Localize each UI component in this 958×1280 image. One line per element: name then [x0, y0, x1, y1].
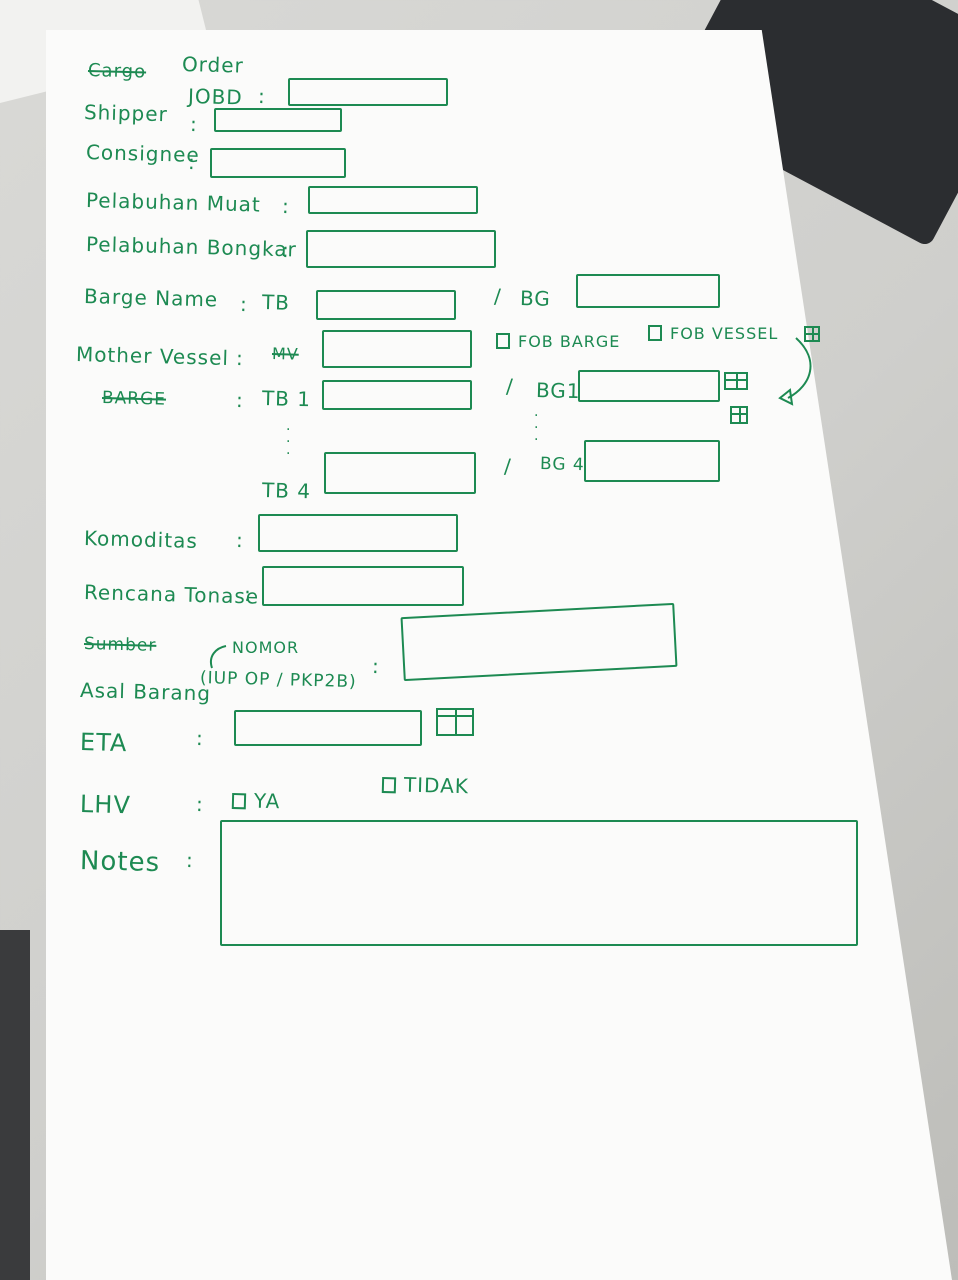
notes-label: Notes: [79, 846, 161, 879]
rencana-tonase-field[interactable]: [262, 566, 464, 606]
add-vessel-icon[interactable]: [804, 326, 820, 342]
mv-struck: MV: [271, 344, 299, 364]
eta-date-field[interactable]: [234, 710, 422, 746]
colon: :: [281, 194, 291, 219]
tb4-field[interactable]: [324, 452, 476, 494]
eta-label: ETA: [79, 728, 128, 758]
lhv-tidak-option[interactable]: TIDAK: [381, 772, 470, 799]
colon: :: [235, 388, 245, 413]
tb-label: TB: [261, 290, 291, 315]
rencana-tonase-label: Rencana Tonase: [83, 580, 260, 609]
colon: :: [371, 654, 381, 679]
calendar-icon[interactable]: [436, 708, 474, 736]
sumber-struck: Sumber: [83, 634, 157, 656]
colon: :: [195, 726, 205, 751]
ya-label: YA: [253, 788, 281, 814]
mother-vessel-field[interactable]: [322, 330, 472, 368]
fob-vessel-label: FOB VESSEL: [670, 324, 779, 343]
colon: :: [281, 238, 291, 263]
notes-textarea[interactable]: [220, 820, 858, 946]
colon: :: [187, 150, 197, 175]
slash: /: [493, 284, 503, 309]
ellipsis-dots: ···: [286, 422, 291, 462]
bg-label: BG: [519, 286, 552, 311]
desk-edge: [0, 930, 30, 1280]
shipper-field[interactable]: [214, 108, 342, 132]
barge-name-label: Barge Name: [83, 284, 219, 312]
colon: :: [235, 346, 245, 371]
asal-barang-label: Asal Barang: [79, 678, 212, 706]
add-row-icon[interactable]: [730, 406, 748, 424]
colon: :: [189, 112, 199, 137]
barge-struck: BARGE: [101, 388, 167, 410]
pelabuhan-muat-label: Pelabuhan Muat: [85, 188, 262, 217]
fob-barge-checkbox[interactable]: [496, 333, 510, 349]
fob-barge-label: FOB BARGE: [518, 332, 621, 351]
colon: :: [257, 84, 267, 109]
colon: :: [235, 528, 245, 553]
heading-struck: Cargo: [87, 60, 147, 83]
pelabuhan-bongkar-field[interactable]: [306, 230, 496, 268]
consignee-label: Consignee: [85, 140, 201, 167]
form-heading: Order: [181, 52, 245, 78]
lhv-label: LHV: [79, 790, 132, 820]
fob-barge-option[interactable]: FOB BARGE: [496, 332, 620, 351]
barge-bg-field[interactable]: [576, 274, 720, 308]
fob-vessel-option[interactable]: FOB VESSEL: [648, 324, 778, 343]
ellipsis-dots: ···: [534, 408, 539, 448]
slash: /: [505, 374, 515, 399]
colon: :: [185, 848, 195, 873]
lhv-ya-option[interactable]: YA: [231, 788, 281, 814]
tidak-label: TIDAK: [403, 772, 470, 799]
colon: :: [243, 582, 253, 607]
consignee-field[interactable]: [210, 148, 346, 178]
mother-vessel-label: Mother Vessel: [75, 342, 230, 371]
komoditas-label: Komoditas: [83, 526, 199, 553]
fob-vessel-checkbox[interactable]: [648, 325, 662, 341]
shipper-label: Shipper: [83, 100, 169, 127]
colon: :: [195, 792, 205, 817]
iup-label: (IUP OP / PKP2B): [199, 668, 357, 693]
komoditas-field[interactable]: [258, 514, 458, 552]
bg1-label: BG1: [535, 378, 581, 404]
bg1-field[interactable]: [578, 370, 720, 402]
tb1-label: TB 1: [261, 386, 312, 412]
jobd-field[interactable]: [288, 78, 448, 106]
pelabuhan-muat-field[interactable]: [308, 186, 478, 214]
slash: /: [503, 454, 513, 479]
row-action-icon[interactable]: [724, 372, 748, 390]
colon: :: [239, 292, 249, 317]
jobd-label: JOBD: [187, 84, 244, 110]
bg4-label: BG 4: [539, 454, 586, 476]
nomor-label: NOMOR: [232, 638, 300, 657]
lhv-ya-radio[interactable]: [231, 793, 247, 810]
lhv-tidak-radio[interactable]: [381, 777, 397, 794]
tb1-field[interactable]: [322, 380, 472, 410]
bg4-field[interactable]: [584, 440, 720, 482]
barge-tb-field[interactable]: [316, 290, 456, 320]
tb4-label: TB 4: [261, 478, 312, 504]
